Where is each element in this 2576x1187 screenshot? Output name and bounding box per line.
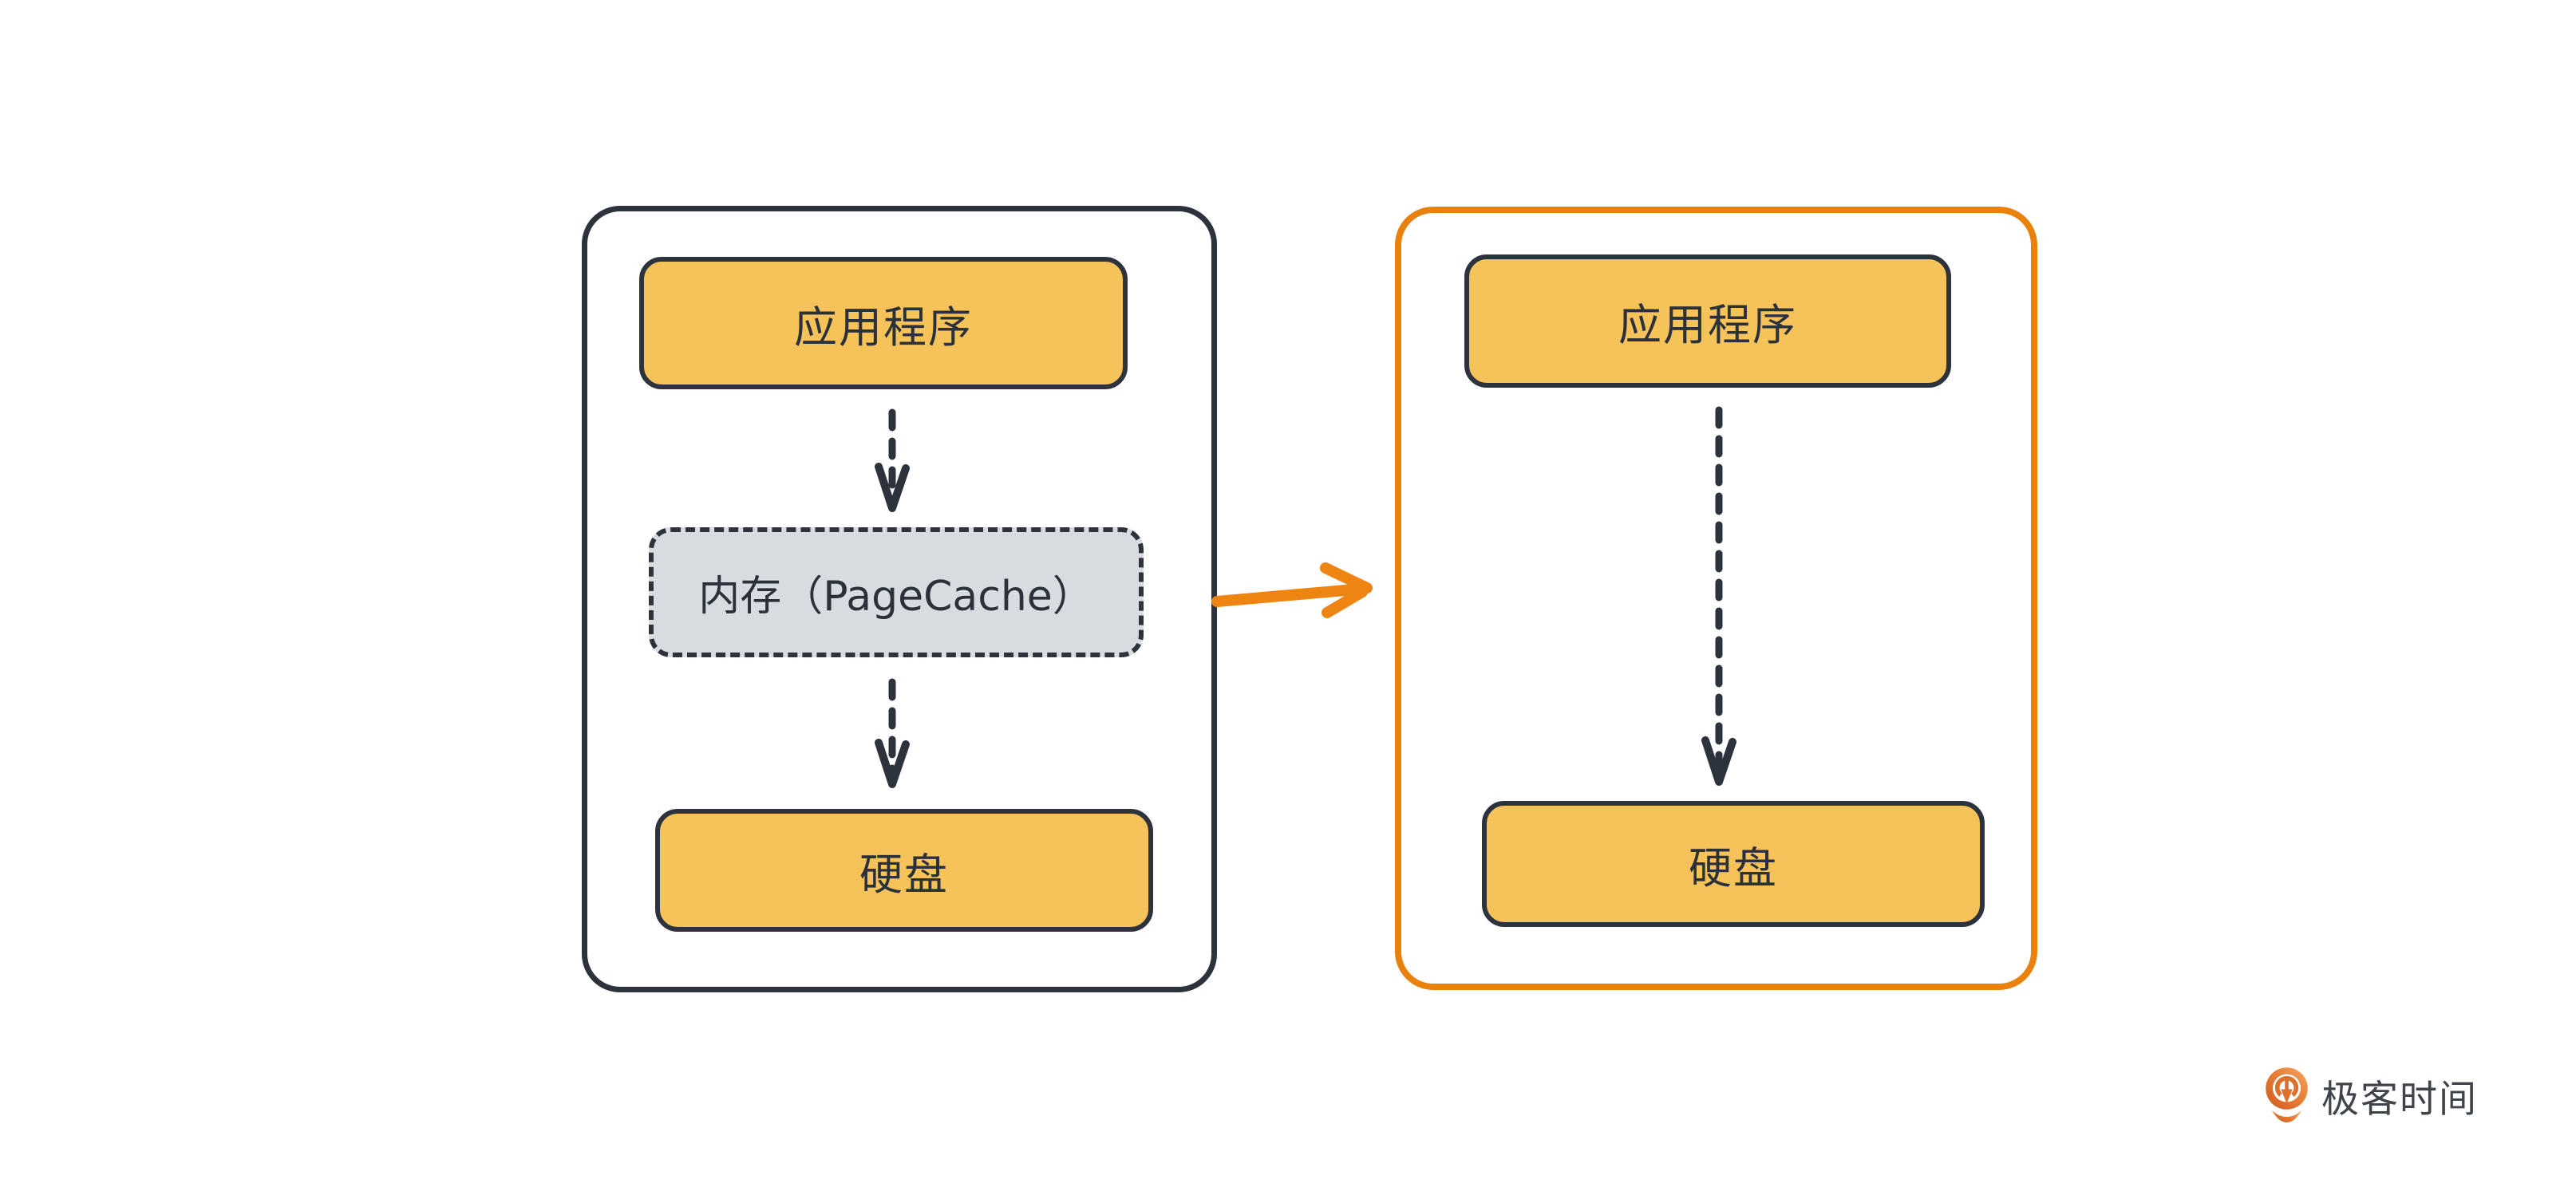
node-disk-left-label: 硬盘	[859, 849, 949, 900]
dashed-down-arrow-icon	[1701, 406, 1736, 786]
dashed-down-arrow-icon	[875, 408, 910, 512]
dashed-down-arrow-icon	[875, 678, 910, 788]
node-application-left-label: 应用程序	[794, 302, 973, 353]
right-panel: 应用程序 硬盘	[1395, 207, 2037, 990]
node-application-right-label: 应用程序	[1618, 300, 1797, 350]
node-disk-right-label: 硬盘	[1689, 842, 1778, 893]
geektime-logo-icon	[2266, 1067, 2308, 1122]
orange-right-arrow-icon	[1211, 562, 1373, 618]
node-pagecache: 内存（PageCache）	[649, 527, 1144, 657]
node-pagecache-label: 内存（PageCache）	[698, 573, 1094, 621]
node-disk-left: 硬盘	[655, 809, 1153, 932]
node-application-left: 应用程序	[639, 257, 1128, 389]
left-panel: 应用程序 内存（PageCache） 硬盘	[582, 206, 1217, 992]
node-application-right: 应用程序	[1464, 254, 1951, 388]
node-disk-right: 硬盘	[1482, 801, 1985, 927]
brand-name: 极客时间	[2321, 1077, 2478, 1122]
brand-footer: 极客时间	[2265, 1067, 2478, 1123]
